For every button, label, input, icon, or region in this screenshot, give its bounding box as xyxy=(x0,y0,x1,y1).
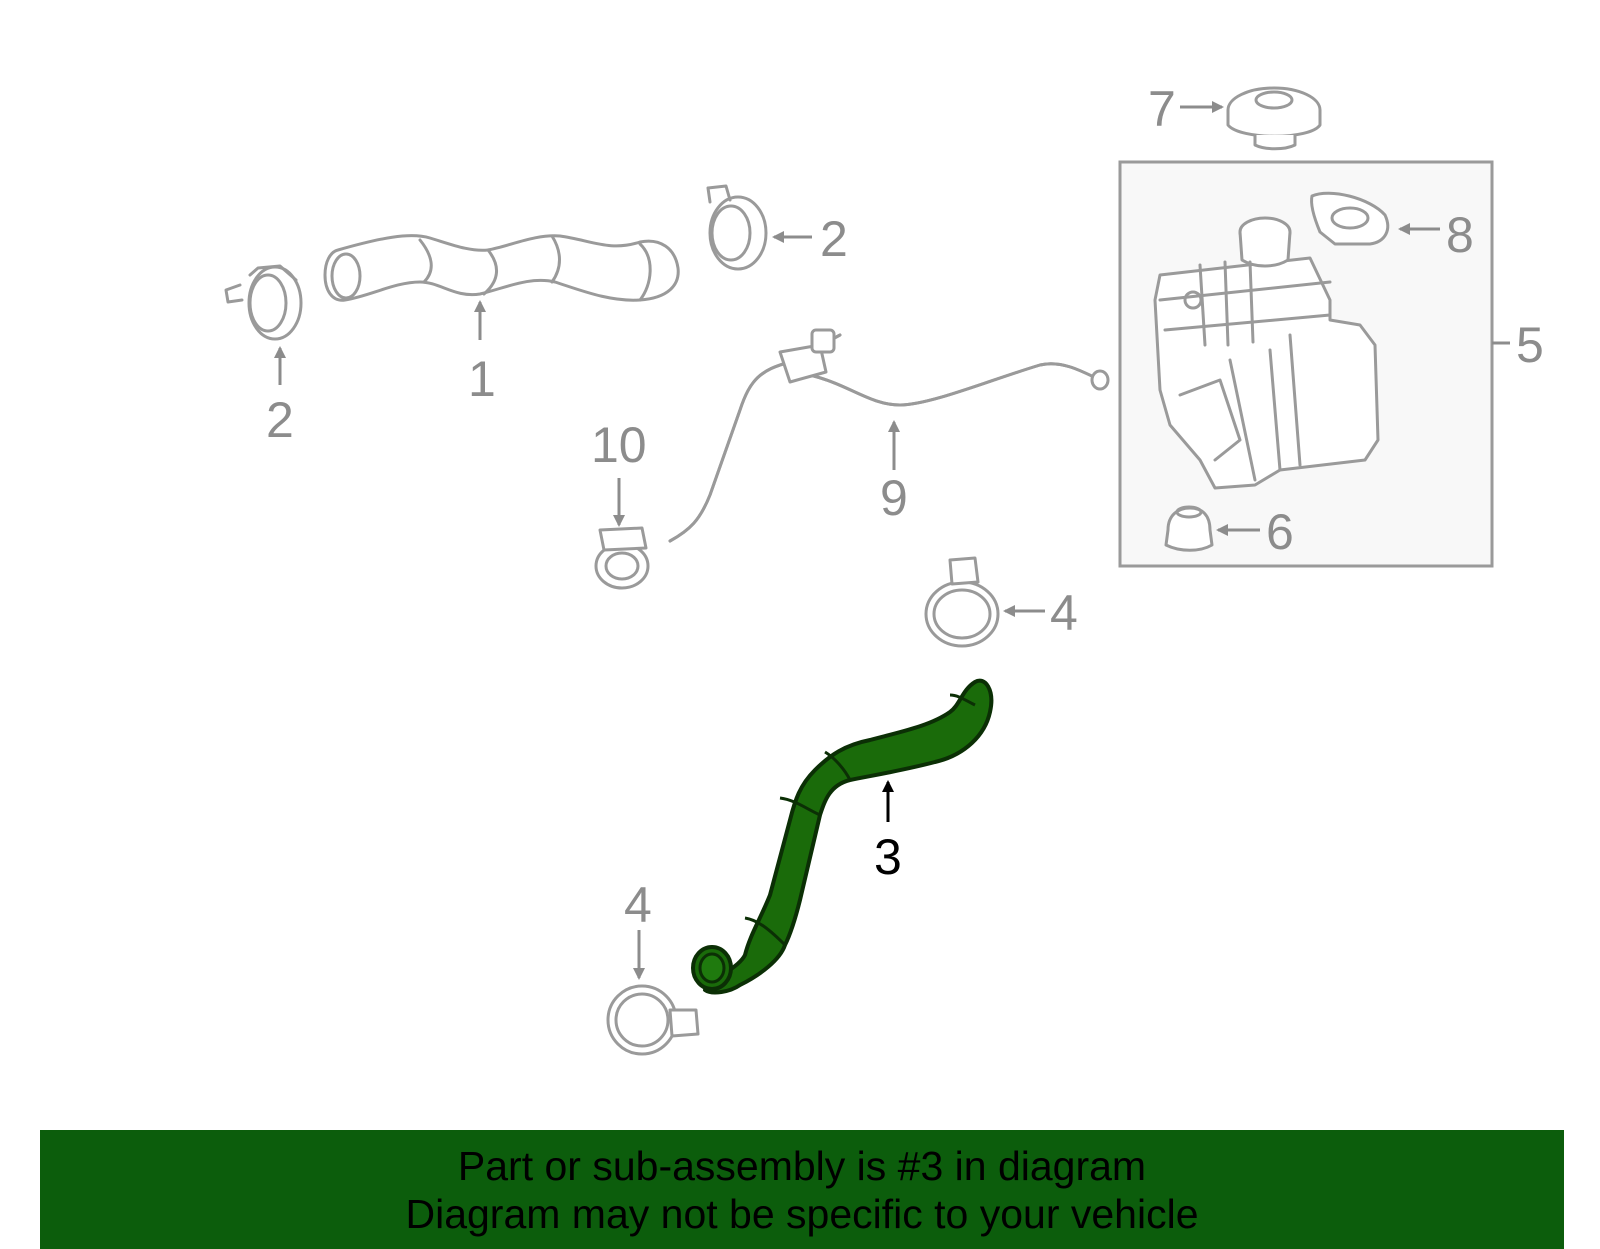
banner-line-2: Diagram may not be specific to your vehi… xyxy=(405,1191,1199,1237)
callout-10: 10 xyxy=(591,417,647,473)
upper-radiator-hose xyxy=(323,234,680,302)
hose-clamp-right xyxy=(706,184,768,271)
coolant-bypass-tube xyxy=(668,328,1110,543)
part-info-banner: Part or sub-assembly is #3 in diagram Di… xyxy=(40,1130,1564,1249)
banner-line-1: Part or sub-assembly is #3 in diagram xyxy=(457,1143,1147,1189)
callout-1: 1 xyxy=(468,351,496,407)
hose-clamp-upper-4 xyxy=(924,556,1000,648)
hose-clamp-lower-4 xyxy=(606,984,700,1056)
reservoir-cap-8 xyxy=(1310,191,1390,246)
lower-radiator-hose-highlighted xyxy=(691,678,994,995)
small-hose-clamp xyxy=(594,526,650,590)
callout-8: 8 xyxy=(1446,207,1474,263)
callout-9: 9 xyxy=(880,470,908,526)
callout-6: 6 xyxy=(1266,504,1294,560)
reservoir-cap xyxy=(1226,86,1322,151)
callout-4-lower: 4 xyxy=(624,877,652,933)
callout-4-upper: 4 xyxy=(1050,585,1078,641)
callout-2-right: 2 xyxy=(820,211,848,267)
hose-3-body xyxy=(703,678,994,995)
coolant-reservoir xyxy=(1153,216,1380,490)
hose-clamp-left xyxy=(224,264,303,341)
grommet-6 xyxy=(1164,505,1214,552)
callout-7: 7 xyxy=(1148,81,1176,137)
callout-3: 3 xyxy=(874,829,902,885)
callout-5: 5 xyxy=(1516,317,1544,373)
callout-2-left: 2 xyxy=(266,392,294,448)
